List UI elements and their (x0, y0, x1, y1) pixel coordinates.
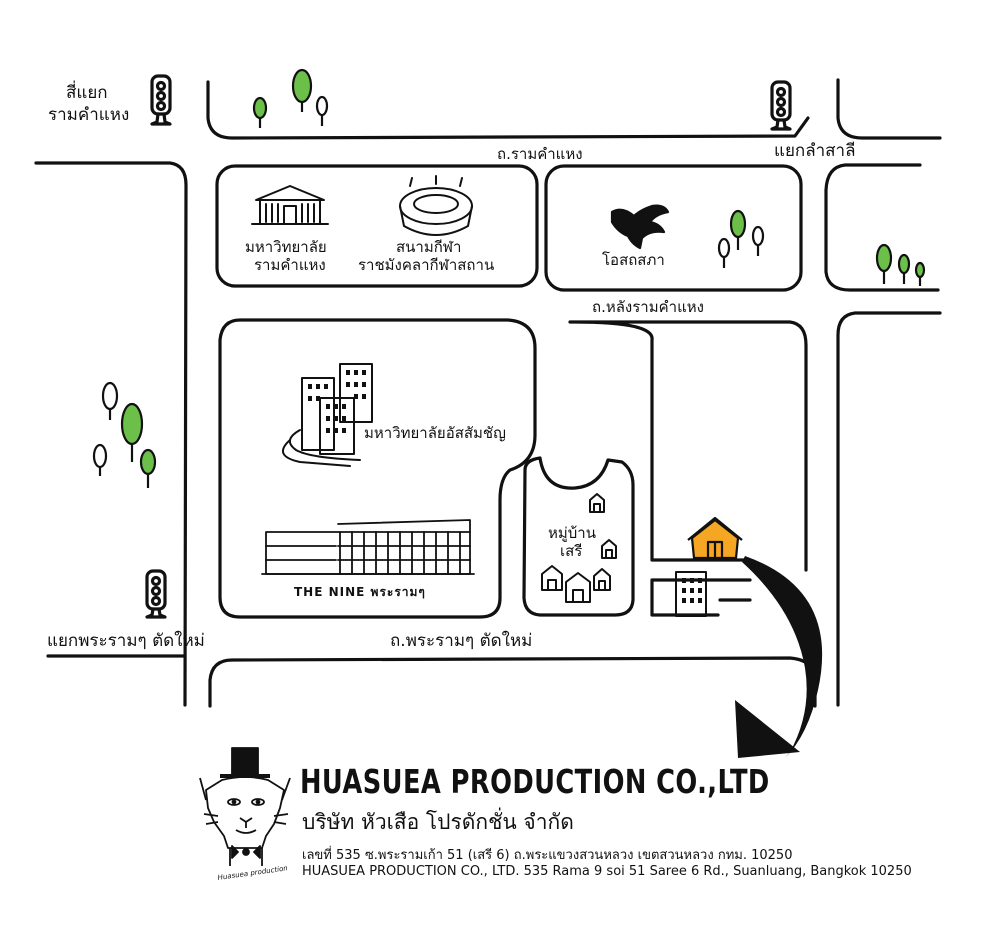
road-edge-top-right (836, 78, 942, 140)
label-intersection-lam-salee: แยกลำสาลี (774, 141, 856, 161)
tree-icon (120, 402, 144, 462)
label-village-1: หมู่บ้าน (548, 524, 596, 542)
tree-icon (875, 243, 893, 284)
company-logo (199, 747, 291, 866)
traffic-light-icon (770, 80, 792, 131)
direction-arrow-icon (735, 556, 823, 758)
tree-icon (751, 225, 765, 256)
road-edge-bottom (208, 656, 817, 708)
label-assumption-univ: มหาวิทยาลัยอัสสัมชัญ (364, 424, 506, 442)
the-nine-mall-icon (261, 519, 475, 575)
tree-icon (897, 253, 911, 284)
tree-icon (729, 209, 747, 250)
label-parliament: โอสถสภา (602, 251, 665, 269)
block-right (568, 320, 808, 572)
house-icon (601, 539, 617, 559)
parliament-emblem-icon (610, 204, 670, 250)
block-assumption (218, 318, 537, 619)
logo-signature: Huasuea production (217, 864, 288, 882)
label-road-lang-ramkhamhaeng: ถ.หลังรามคำแหง (592, 298, 704, 316)
tree-icon (291, 68, 313, 112)
house-icon (541, 565, 563, 591)
label-the-nine: THE NINE พระรามๆ (294, 585, 426, 599)
label-ramkhamhaeng-univ-1: มหาวิทยาลัย (245, 238, 327, 256)
traffic-light-icon (145, 569, 167, 619)
house-icon (589, 493, 605, 513)
trees (92, 68, 926, 488)
office-building-icon (675, 571, 707, 617)
house-icon (565, 572, 591, 603)
university-building-icon (251, 185, 329, 225)
label-road-rama9: ถ.พระรามๆ ตัดใหม่ (390, 630, 532, 651)
road-edge-left-top (34, 161, 188, 707)
tree-icon (92, 443, 108, 476)
road-edge-top (206, 80, 810, 140)
tree-icon (914, 261, 926, 286)
stadium-icon (399, 175, 473, 236)
label-ramkhamhaeng-univ-2: รามคำแหง (254, 256, 326, 274)
block-right-stub (650, 578, 752, 617)
label-intersection-ramkhamhaeng-2: รามคำแหง (48, 105, 129, 125)
tree-icon (717, 237, 731, 268)
office-buildings-icon (281, 363, 373, 467)
company-house-icon (687, 516, 743, 560)
tree-icon (252, 96, 268, 128)
tree-icon (139, 448, 157, 488)
block-village (522, 456, 635, 617)
road-edge-right (836, 311, 942, 707)
building-windows (308, 370, 366, 433)
label-road-ramkhamhaeng: ถ.รามคำแหง (497, 145, 583, 163)
road-edge-right-stub (824, 163, 940, 292)
label-intersection-rama9: แยกพระรามๆ ตัดใหม่ (47, 630, 205, 651)
block-parliament (544, 164, 803, 292)
tree-icon (315, 95, 329, 126)
house-icon (593, 568, 611, 591)
tree-icon (101, 381, 119, 420)
traffic-light-icon (150, 74, 172, 126)
block-university (215, 164, 539, 288)
label-intersection-ramkhamhaeng-1: สี่แยก (66, 80, 108, 103)
label-village-2: เสรี (560, 542, 582, 560)
label-stadium-1: สนามกีฬา (396, 238, 461, 256)
label-stadium-2: ราชมังคลากีฬาสถาน (358, 256, 494, 274)
